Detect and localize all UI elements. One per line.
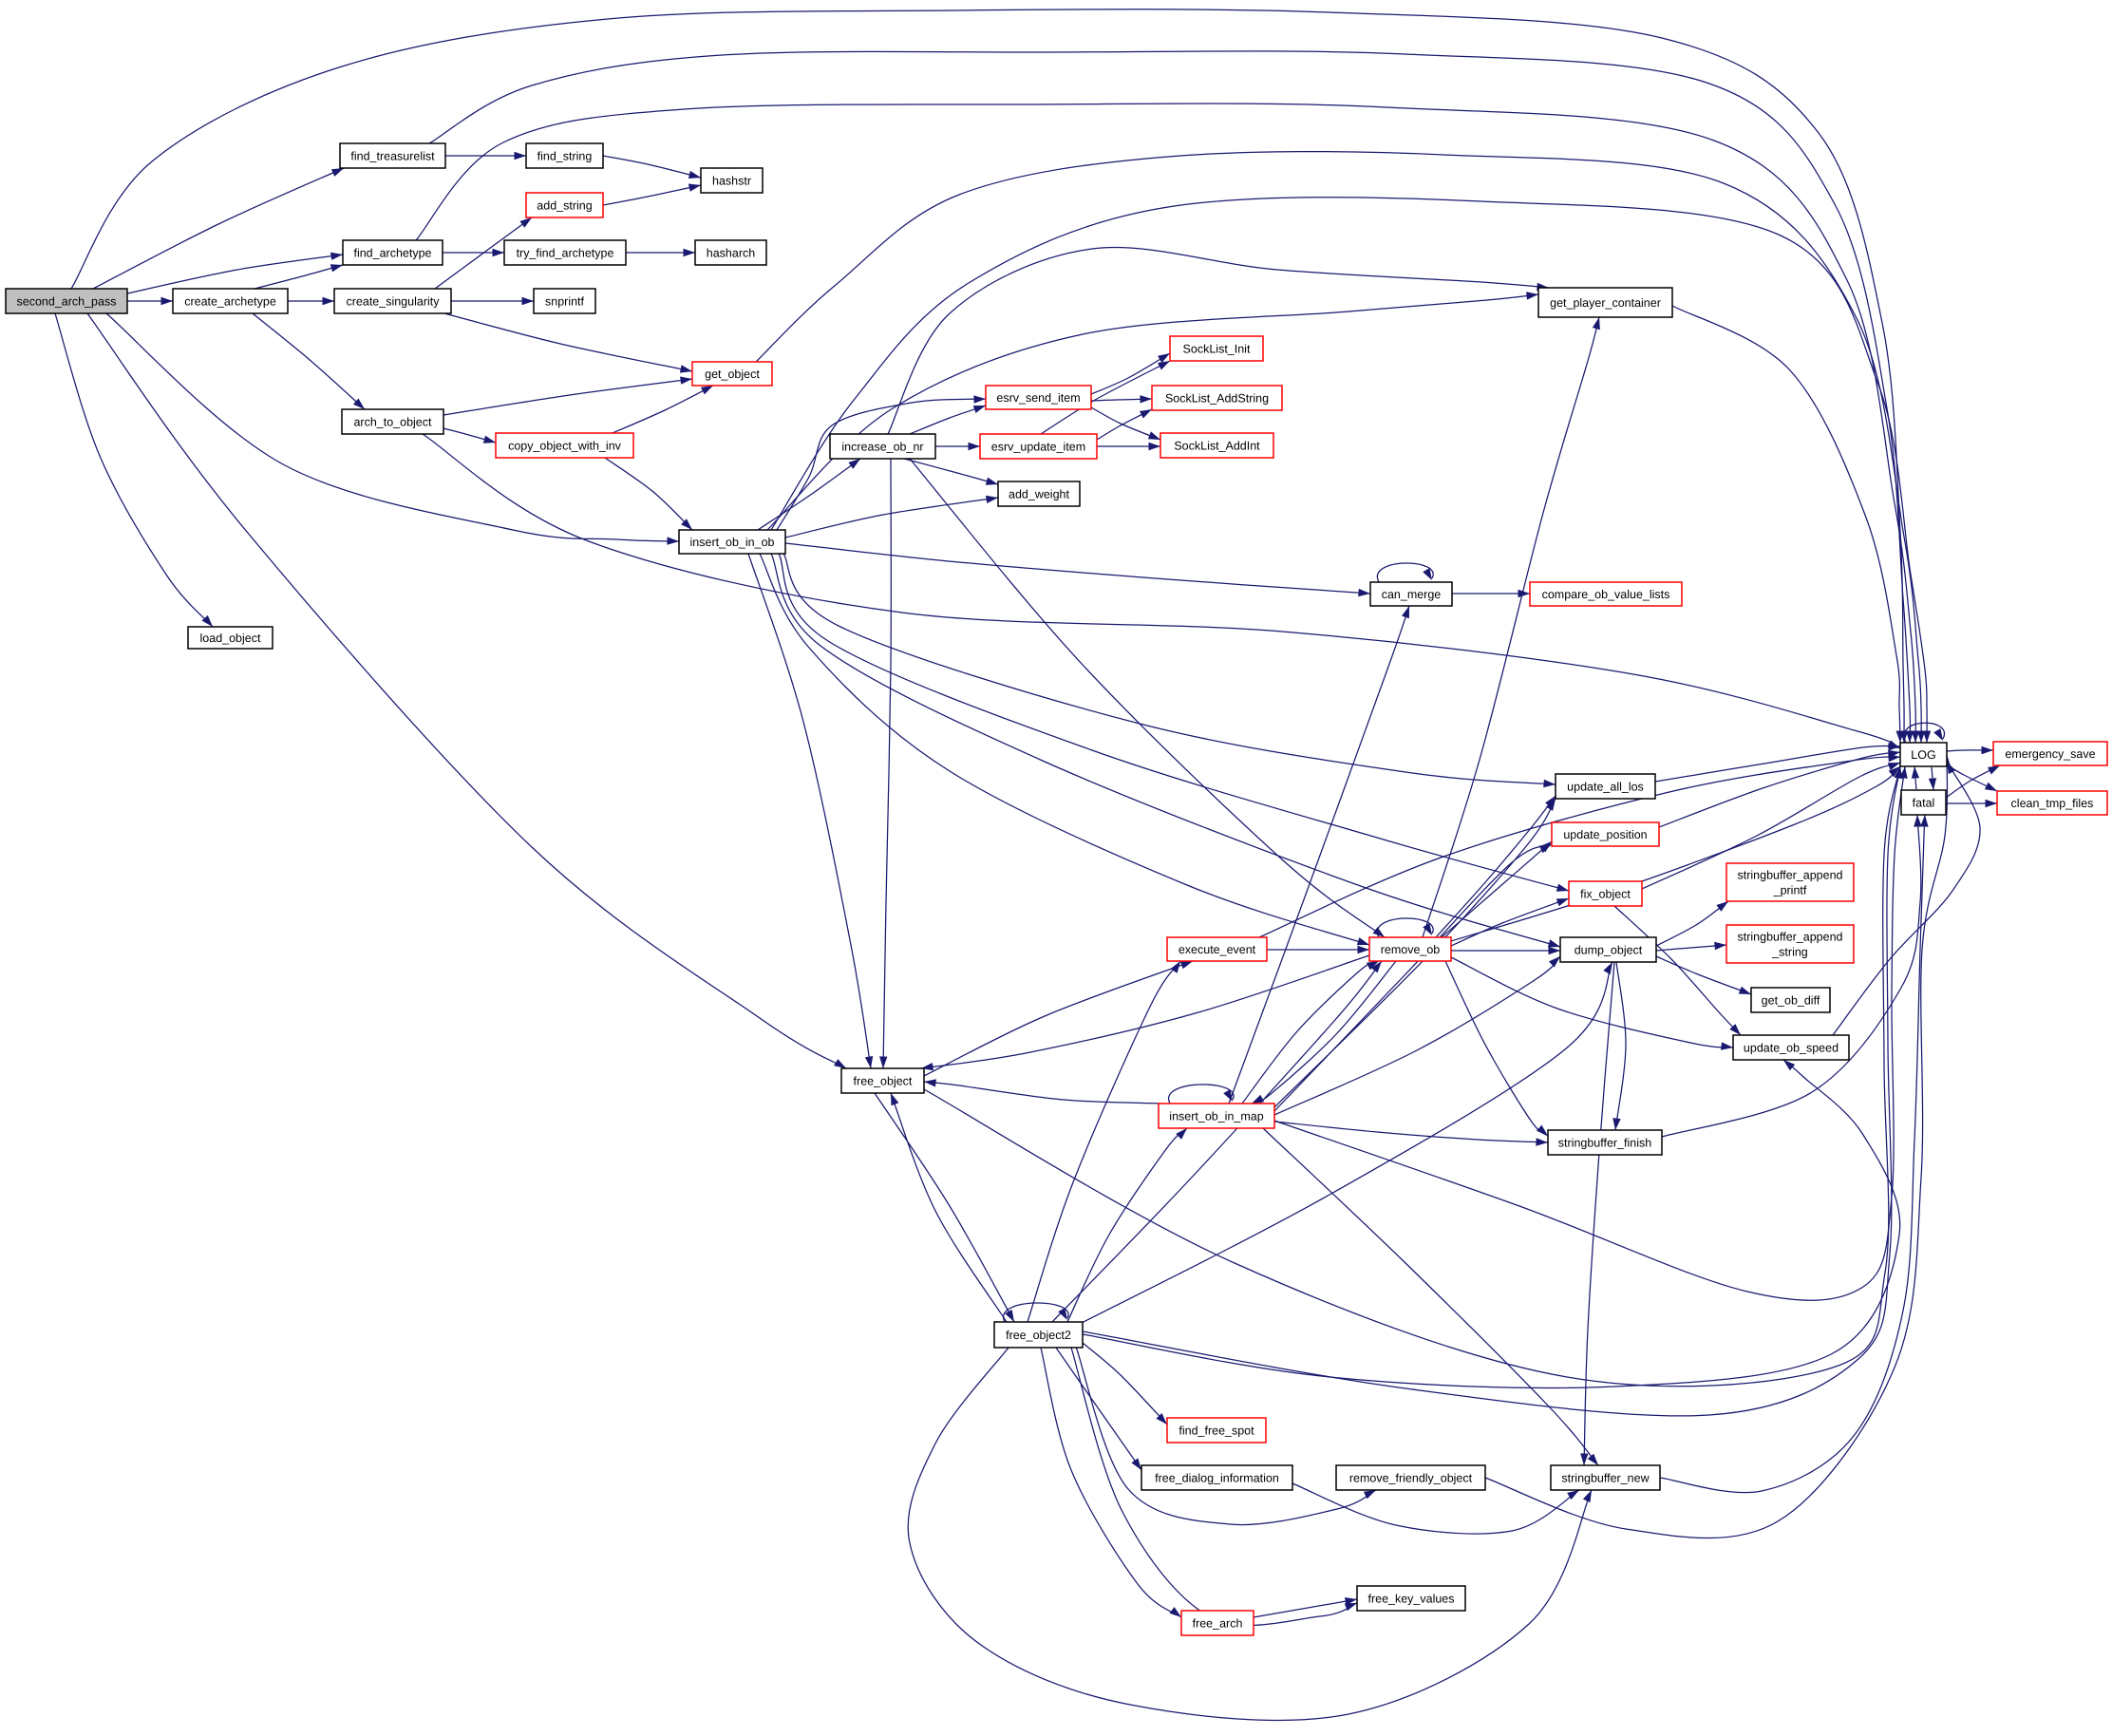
svg-text:execute_event: execute_event xyxy=(1179,943,1256,956)
svg-text:insert_ob_in_ob: insert_ob_in_ob xyxy=(690,536,775,549)
svg-text:arch_to_object: arch_to_object xyxy=(353,415,432,428)
svg-text:hashstr: hashstr xyxy=(712,174,751,187)
svg-text:free_arch: free_arch xyxy=(1193,1616,1243,1630)
svg-text:find_free_spot: find_free_spot xyxy=(1179,1424,1254,1437)
svg-text:can_merge: can_merge xyxy=(1382,588,1442,601)
svg-text:update_all_los: update_all_los xyxy=(1567,780,1644,793)
svg-text:fix_object: fix_object xyxy=(1580,887,1631,900)
svg-text:free_object2: free_object2 xyxy=(1006,1329,1071,1342)
svg-text:create_singularity: create_singularity xyxy=(347,294,441,308)
svg-text:snprintf: snprintf xyxy=(545,294,585,308)
svg-text:create_archetype: create_archetype xyxy=(184,294,276,308)
svg-text:get_ob_diff: get_ob_diff xyxy=(1762,993,1820,1007)
svg-text:free_object: free_object xyxy=(854,1074,913,1087)
svg-text:increase_ob_nr: increase_ob_nr xyxy=(841,440,923,453)
svg-text:find_string: find_string xyxy=(537,149,593,162)
svg-text:update_position: update_position xyxy=(1563,828,1647,841)
svg-text:free_key_values: free_key_values xyxy=(1367,1592,1454,1605)
svg-text:remove_friendly_object: remove_friendly_object xyxy=(1349,1471,1473,1484)
svg-text:copy_object_with_inv: copy_object_with_inv xyxy=(508,439,622,452)
svg-text:_string: _string xyxy=(1771,945,1808,958)
svg-text:try_find_archetype: try_find_archetype xyxy=(517,246,614,259)
svg-text:free_dialog_information: free_dialog_information xyxy=(1155,1471,1279,1484)
svg-text:fatal: fatal xyxy=(1913,796,1935,809)
svg-text:SockList_Init: SockList_Init xyxy=(1183,342,1251,355)
svg-text:find_archetype: find_archetype xyxy=(353,246,431,259)
svg-text:compare_ob_value_lists: compare_ob_value_lists xyxy=(1542,588,1670,601)
svg-text:dump_object: dump_object xyxy=(1575,943,1643,956)
svg-text:SockList_AddInt: SockList_AddInt xyxy=(1174,439,1260,452)
svg-text:stringbuffer_finish: stringbuffer_finish xyxy=(1558,1136,1651,1149)
svg-text:load_object: load_object xyxy=(200,632,261,645)
svg-text:stringbuffer_append: stringbuffer_append xyxy=(1738,868,1843,881)
svg-text:get_object: get_object xyxy=(705,368,760,381)
svg-text:SockList_AddString: SockList_AddString xyxy=(1165,391,1269,405)
svg-text:emergency_save: emergency_save xyxy=(2005,747,2095,761)
svg-text:stringbuffer_new: stringbuffer_new xyxy=(1561,1471,1650,1484)
svg-text:get_player_container: get_player_container xyxy=(1550,296,1661,310)
svg-text:second_arch_pass: second_arch_pass xyxy=(17,294,117,308)
svg-text:remove_ob: remove_ob xyxy=(1381,943,1441,956)
svg-text:insert_ob_in_map: insert_ob_in_map xyxy=(1169,1109,1263,1123)
svg-text:add_string: add_string xyxy=(537,198,592,212)
svg-text:clean_tmp_files: clean_tmp_files xyxy=(2011,797,2094,810)
svg-text:update_ob_speed: update_ob_speed xyxy=(1744,1041,1839,1054)
svg-text:hasharch: hasharch xyxy=(707,246,755,259)
svg-text:esrv_update_item: esrv_update_item xyxy=(991,440,1085,453)
svg-text:add_weight: add_weight xyxy=(1009,487,1069,500)
svg-text:esrv_send_item: esrv_send_item xyxy=(996,391,1080,405)
svg-text:_printf: _printf xyxy=(1773,883,1807,896)
svg-text:find_treasurelist: find_treasurelist xyxy=(350,149,435,162)
svg-text:stringbuffer_append: stringbuffer_append xyxy=(1738,930,1843,943)
svg-text:LOG: LOG xyxy=(1911,748,1935,762)
